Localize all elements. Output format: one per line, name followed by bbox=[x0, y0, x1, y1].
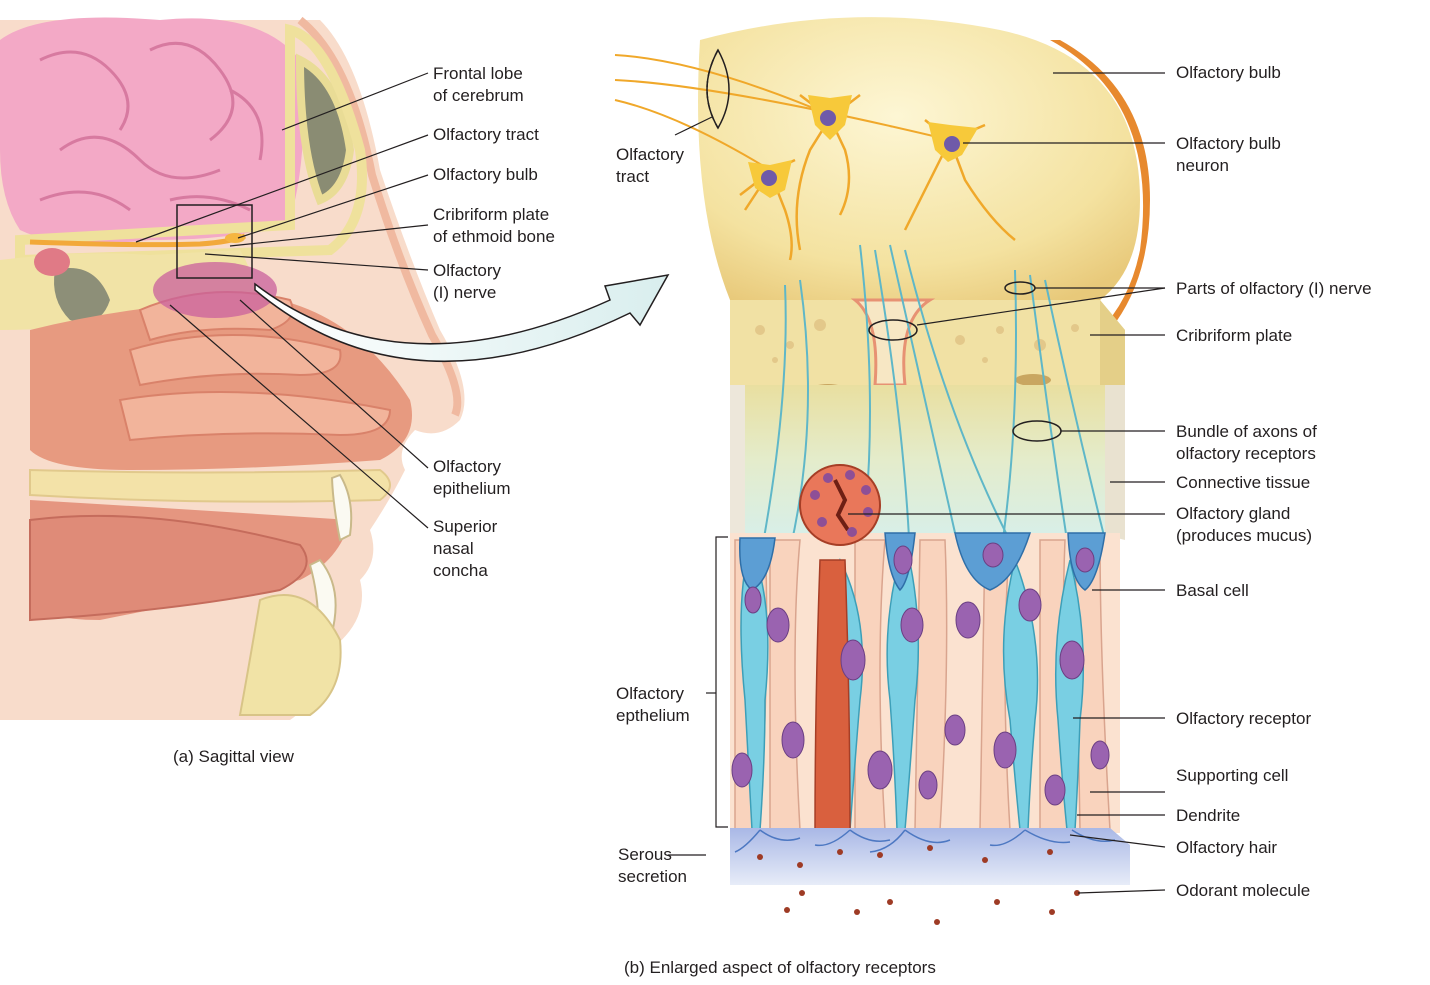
label-odorant-molecule: Odorant molecule bbox=[1176, 880, 1310, 902]
label-basal-cell: Basal cell bbox=[1176, 580, 1249, 602]
label-serous-line1: Serous bbox=[618, 844, 687, 866]
label-axon-bundle: Bundle of axons of olfactory receptors bbox=[1176, 421, 1317, 465]
sagittal-view-illustration bbox=[0, 18, 668, 721]
label-gland-line2: (produces mucus) bbox=[1176, 525, 1312, 547]
label-tract-b-line2: tract bbox=[616, 166, 684, 188]
label-bulb-neuron-line1: Olfactory bulb bbox=[1176, 133, 1281, 155]
label-epithelium-a-line1: Olfactory bbox=[433, 456, 511, 478]
olfactory-bulb-b bbox=[698, 17, 1140, 300]
label-bulb-neuron-line2: neuron bbox=[1176, 155, 1281, 177]
label-epithelium-b-line1: Olfactory bbox=[616, 683, 690, 705]
label-gland-line1: Olfactory gland bbox=[1176, 503, 1312, 525]
label-nerve-parts: Parts of olfactory (I) nerve bbox=[1176, 278, 1372, 300]
label-frontal-lobe-line1: Frontal lobe bbox=[433, 63, 524, 85]
caption-enlarged-view: (b) Enlarged aspect of olfactory recepto… bbox=[624, 958, 936, 978]
label-frontal-lobe: Frontal lobe of cerebrum bbox=[433, 63, 524, 107]
caption-sagittal-view: (a) Sagittal view bbox=[173, 747, 294, 767]
label-concha-line2: nasal bbox=[433, 538, 497, 560]
connective-side bbox=[1105, 385, 1125, 540]
label-olfactory-tract-b: Olfactory tract bbox=[616, 144, 684, 188]
connective-left bbox=[730, 385, 745, 535]
pituitary bbox=[34, 248, 70, 276]
label-concha-line3: concha bbox=[433, 560, 497, 582]
connective-tissue-b bbox=[730, 385, 1105, 535]
label-cribriform-line2: of ethmoid bone bbox=[433, 226, 555, 248]
label-tract-b-line1: Olfactory bbox=[616, 144, 684, 166]
label-cribriform-line1: Cribriform plate bbox=[433, 204, 555, 226]
label-olfactory-nerve-a: Olfactory (I) nerve bbox=[433, 260, 501, 304]
label-epithelium-b-line2: epthelium bbox=[616, 705, 690, 727]
label-olfactory-hair: Olfactory hair bbox=[1176, 837, 1277, 859]
label-bundle-line1: Bundle of axons of bbox=[1176, 421, 1317, 443]
label-olfactory-epithelium-b: Olfactory epthelium bbox=[616, 683, 690, 727]
label-olfactory-nerve-line1: Olfactory bbox=[433, 260, 501, 282]
label-concha-line1: Superior bbox=[433, 516, 497, 538]
label-dendrite: Dendrite bbox=[1176, 805, 1240, 827]
olfactory-bulb-a bbox=[225, 233, 245, 243]
label-olfactory-gland: Olfactory gland (produces mucus) bbox=[1176, 503, 1312, 547]
label-olfactory-receptor: Olfactory receptor bbox=[1176, 708, 1311, 730]
label-bundle-line2: olfactory receptors bbox=[1176, 443, 1317, 465]
label-serous-secretion: Serous secretion bbox=[618, 844, 687, 888]
label-cribriform-plate-b: Cribriform plate bbox=[1176, 325, 1292, 347]
label-superior-nasal-concha: Superior nasal concha bbox=[433, 516, 497, 582]
mucus-layer bbox=[730, 828, 1130, 885]
label-olfactory-bulb-a: Olfactory bulb bbox=[433, 164, 538, 186]
label-olfactory-tract-a: Olfactory tract bbox=[433, 124, 539, 146]
label-olfactory-bulb-b: Olfactory bulb bbox=[1176, 62, 1281, 84]
foramen-3 bbox=[1015, 374, 1051, 386]
brain bbox=[0, 18, 303, 244]
label-cribriform-plate-a: Cribriform plate of ethmoid bone bbox=[433, 204, 555, 248]
label-olfactory-bulb-neuron: Olfactory bulb neuron bbox=[1176, 133, 1281, 177]
label-serous-line2: secretion bbox=[618, 866, 687, 888]
label-epithelium-a-line2: epithelium bbox=[433, 478, 511, 500]
label-olfactory-nerve-line2: (I) nerve bbox=[433, 282, 501, 304]
label-frontal-lobe-line2: of cerebrum bbox=[433, 85, 524, 107]
label-connective-tissue: Connective tissue bbox=[1176, 472, 1310, 494]
enlarged-view-illustration bbox=[615, 17, 1150, 925]
label-olfactory-epithelium-a: Olfactory epithelium bbox=[433, 456, 511, 500]
label-supporting-cell: Supporting cell bbox=[1176, 765, 1288, 787]
